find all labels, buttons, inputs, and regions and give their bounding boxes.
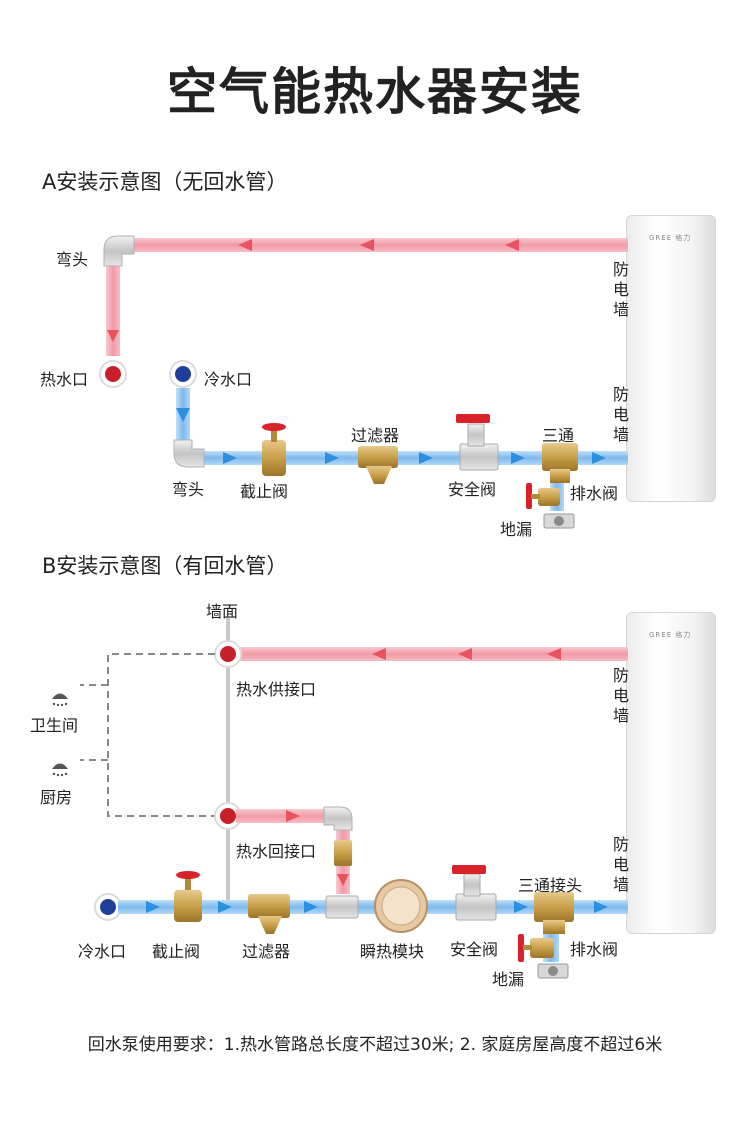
elbow-a-top [103, 235, 135, 267]
label-cold-inlet-b: 冷水口 [78, 942, 127, 961]
label-wall: 墙面 [206, 602, 239, 621]
hot-pipe-a-horizontal [130, 238, 628, 252]
label-safety-valve-b: 安全阀 [450, 940, 499, 959]
cold-port-b-dot [100, 899, 116, 915]
label-hot-outlet-a: 热水口 [40, 370, 89, 389]
tank-brand-a: GREE 格力 [649, 234, 692, 242]
section-a-title: A安装示意图（无回水管） [42, 170, 288, 194]
label-tee-a: 三通 [542, 426, 575, 445]
label-filter-b: 过滤器 [242, 942, 291, 961]
hot-return-arrow [286, 810, 300, 822]
label-drain-valve-a: 排水阀 [570, 484, 619, 503]
label-anti-shock-wall-a2: 防电墙 [612, 385, 629, 444]
return-tee [325, 895, 359, 919]
label-floor-drain-b: 地漏 [492, 970, 525, 989]
cold-pipe-b [118, 900, 628, 914]
instant-heat-module [374, 879, 428, 933]
shower-icon-bathroom [52, 693, 68, 707]
safety-valve-b [452, 865, 497, 921]
section-b-title: B安装示意图（有回水管） [42, 554, 288, 578]
label-hot-supply: 热水供接口 [236, 680, 317, 699]
label-anti-shock-wall-a1: 防电墙 [612, 260, 629, 319]
label-kitchen: 厨房 [40, 788, 73, 807]
label-cold-inlet-a: 冷水口 [204, 370, 253, 389]
label-anti-shock-wall-b2: 防电墙 [612, 835, 629, 894]
hot-return-arrow-down [337, 874, 349, 886]
label-elbow-bottom: 弯头 [172, 480, 205, 499]
cold-port-a-dot [175, 366, 191, 382]
cold-arrows-b [146, 901, 608, 913]
drain-valve-a [526, 483, 564, 511]
hot-supply-pipe [236, 647, 628, 661]
label-bathroom: 卫生间 [30, 716, 79, 735]
hot-arrows-b [372, 648, 561, 660]
label-anti-shock-wall-b1: 防电墙 [612, 666, 629, 725]
floor-drain-b [537, 963, 569, 979]
stop-valve-b [174, 871, 202, 922]
filter-a [358, 446, 398, 484]
safety-valve-a [456, 414, 499, 471]
label-stop-valve-b: 截止阀 [152, 942, 201, 961]
elbow-a-bottom [173, 439, 205, 468]
cold-pipe-a-horizontal [190, 451, 628, 465]
label-drain-valve-b: 排水阀 [570, 940, 619, 959]
wall-line [226, 618, 230, 908]
hot-supply-port-dot [220, 646, 236, 662]
page-title: 空气能热水器安装 [167, 63, 583, 121]
label-tee-joint-b: 三通接头 [518, 876, 583, 895]
dashed-household-lines [80, 653, 215, 817]
tee-joint-b [534, 892, 574, 934]
filter-b [248, 894, 290, 934]
tee-a [542, 443, 578, 483]
drain-valve-b [518, 934, 559, 962]
label-hot-return: 热水回接口 [236, 842, 317, 861]
hot-return-port-dot [220, 808, 236, 824]
water-tank-a: GREE 格力 [626, 215, 716, 502]
floor-drain-a [543, 513, 575, 529]
label-floor-drain-a: 地漏 [500, 520, 533, 539]
hot-arrows-a [107, 239, 519, 342]
tank-brand-b: GREE 格力 [649, 631, 692, 639]
stop-valve-a [262, 423, 286, 476]
return-pump-valve [334, 840, 352, 866]
shower-icon-kitchen [52, 763, 68, 777]
label-instant-heat: 瞬热模块 [360, 942, 425, 961]
cold-arrows-a [223, 452, 606, 464]
elbow-b-top [323, 806, 353, 831]
water-tank-b: GREE 格力 [626, 612, 716, 934]
cold-arrow-a-down [176, 408, 190, 422]
label-stop-valve-a: 截止阀 [240, 482, 289, 501]
label-safety-valve-a: 安全阀 [448, 480, 497, 499]
label-elbow-top: 弯头 [56, 250, 89, 269]
hot-port-a-dot [105, 366, 121, 382]
usage-note: 回水泵使用要求：1.热水管路总长度不超过30米; 2. 家庭房屋高度不超过6米 [87, 1035, 663, 1055]
label-filter-a: 过滤器 [351, 426, 400, 445]
